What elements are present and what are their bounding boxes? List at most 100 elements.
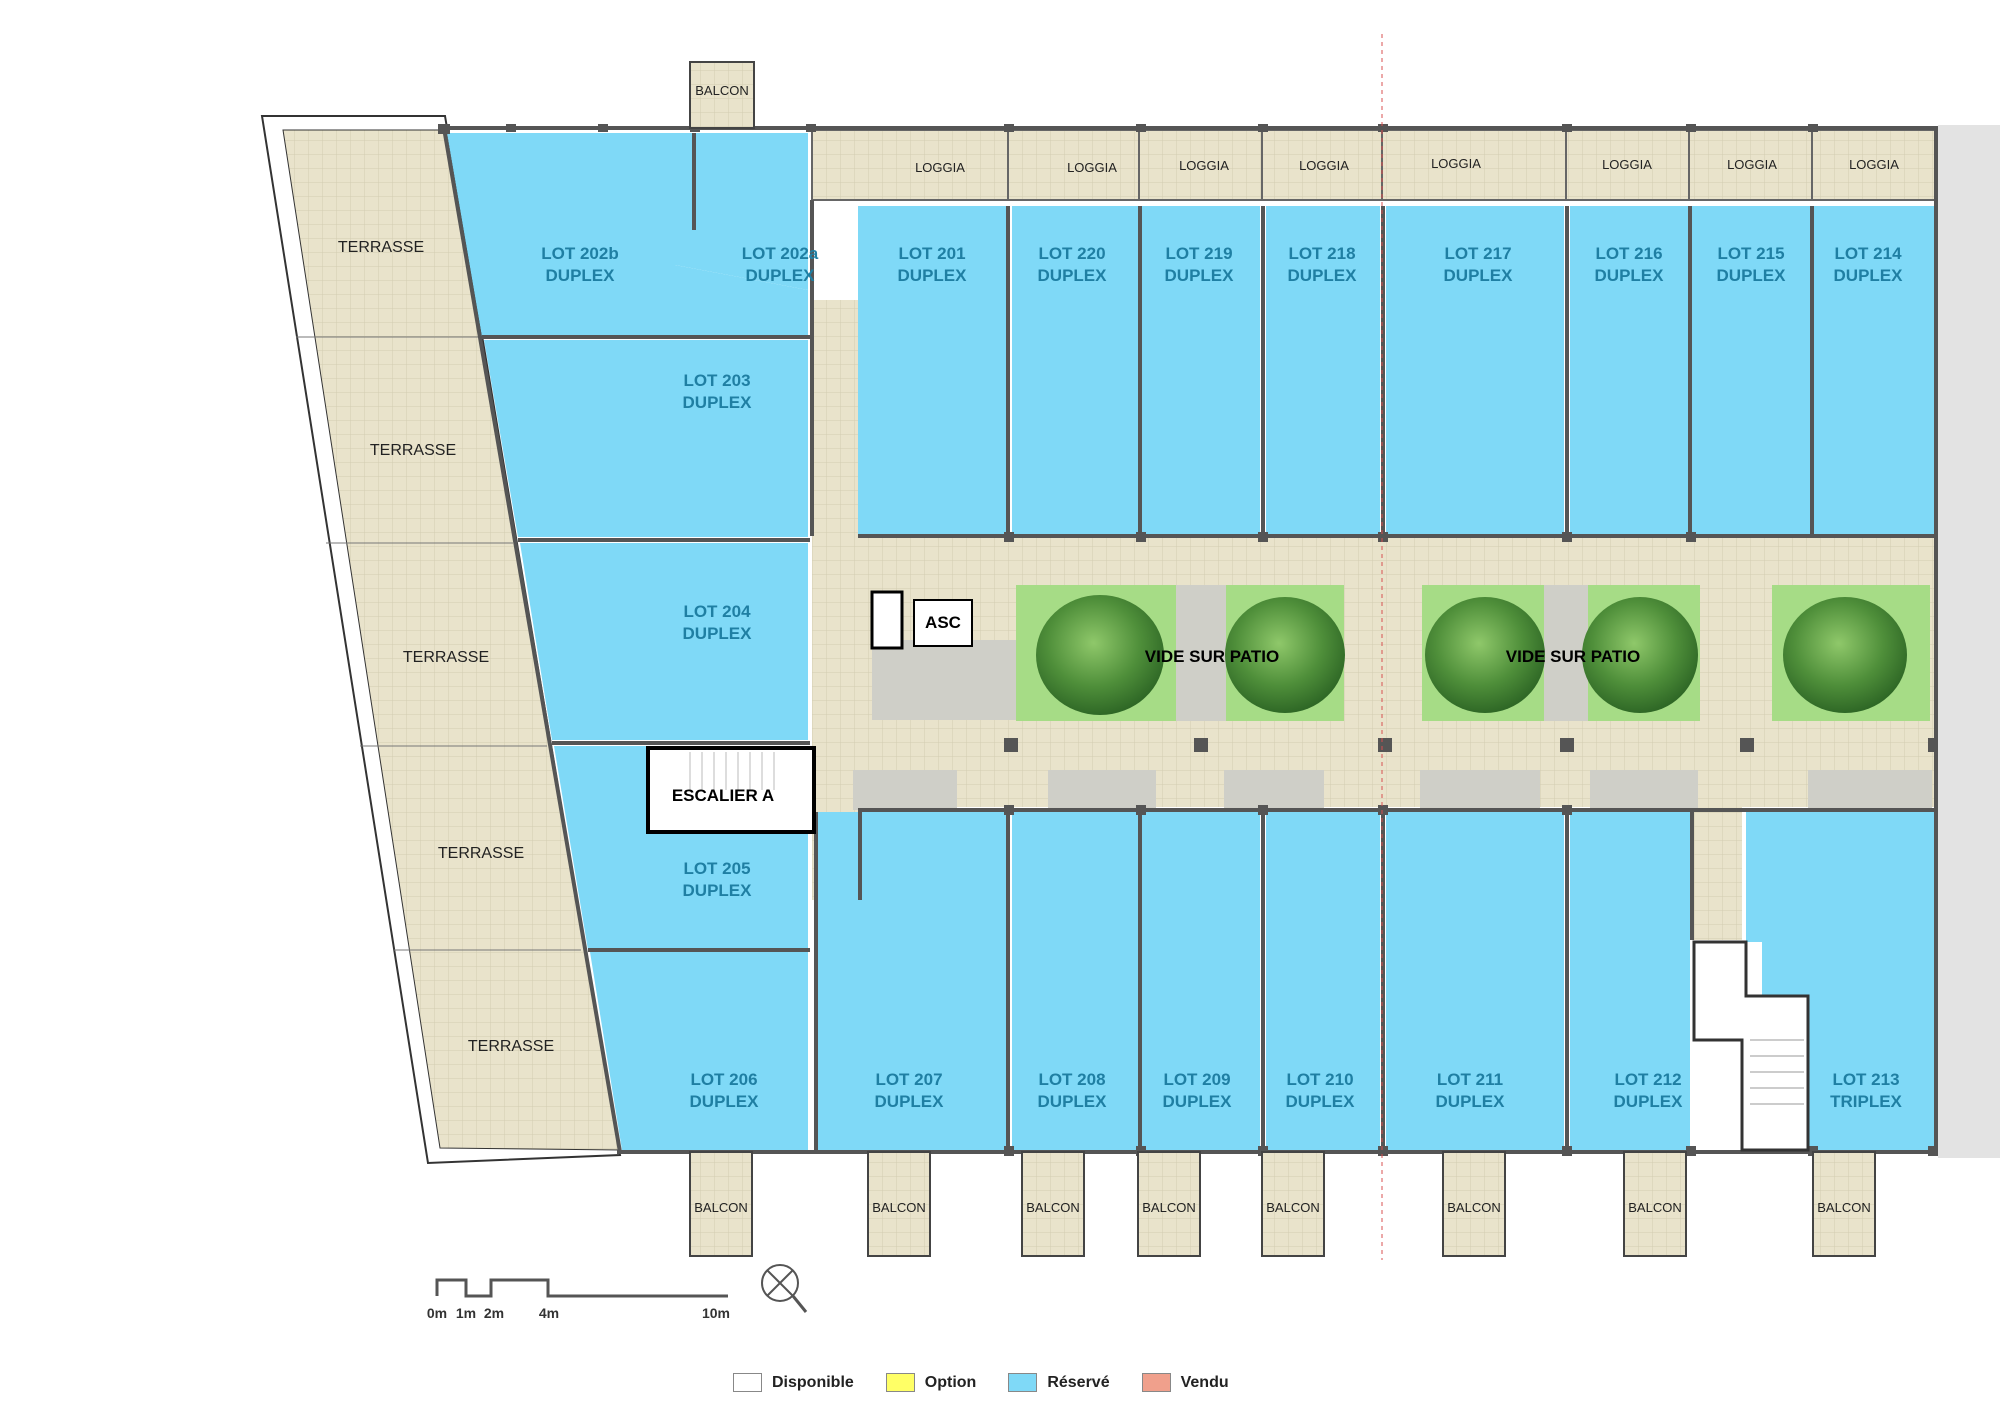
balcon-bottom-3	[1021, 1151, 1085, 1257]
lot-201-name: LOT 201	[898, 244, 965, 263]
terrace-band	[260, 115, 622, 1165]
lot-214-area	[1814, 206, 1934, 536]
svg-text:LOGGIA: LOGGIA	[1299, 158, 1349, 173]
lot-220-area	[1012, 206, 1138, 536]
lot-labels-bottom: LOT 206 DUPLEX LOT 207 DUPLEX LOT 208 DU…	[690, 1070, 1903, 1111]
balcon-bottom-label-5: BALCON	[1266, 1200, 1319, 1215]
legend-swatch-option	[885, 1373, 915, 1392]
lot-209-area	[1142, 812, 1260, 1150]
lot-210-name: LOT 210	[1286, 1070, 1353, 1089]
corridor-vertical-right	[1692, 800, 1742, 940]
scale-label-0: 0m	[427, 1305, 447, 1321]
svg-text:LOGGIA: LOGGIA	[1602, 157, 1652, 172]
patio-1	[1016, 585, 1345, 721]
lot-204-name: LOT 204	[683, 602, 751, 621]
legend-swatch-vendu	[1141, 1373, 1171, 1392]
lot-211-name: LOT 211	[1437, 1070, 1503, 1089]
patio-2-label: VIDE SUR PATIO	[1506, 647, 1640, 666]
legend-item-option: Option	[885, 1373, 976, 1392]
legend-item-reserve: Réservé	[1008, 1373, 1110, 1392]
lot-204-type: DUPLEX	[683, 624, 753, 643]
balcon-bottom-8	[1812, 1151, 1876, 1257]
corridor-vertical-left	[812, 300, 860, 900]
lot-219-area	[1142, 206, 1260, 536]
balcon-bottom-label-6: BALCON	[1447, 1200, 1500, 1215]
lot-216-name: LOT 216	[1595, 244, 1662, 263]
terrasse-labels: TERRASSE TERRASSE TERRASSE TERRASSE TERR…	[338, 239, 554, 1055]
lot-219-type: DUPLEX	[1165, 266, 1235, 285]
scale-label-4: 10m	[702, 1305, 730, 1321]
lot-216-type: DUPLEX	[1595, 266, 1665, 285]
svg-text:LOGGIA: LOGGIA	[1067, 160, 1117, 175]
lot-213-type: TRIPLEX	[1830, 1092, 1902, 1111]
svg-text:TERRASSE: TERRASSE	[403, 649, 489, 666]
lot-212-area	[1570, 812, 1690, 1150]
lot-206-type: DUPLEX	[690, 1092, 760, 1111]
elevator	[870, 590, 973, 650]
lot-210-type: DUPLEX	[1286, 1092, 1356, 1111]
lot-211-area	[1386, 812, 1564, 1150]
lot-203-type: DUPLEX	[683, 393, 753, 412]
scale-label-3: 4m	[539, 1305, 559, 1321]
right-boundary-strip	[1938, 125, 2000, 1158]
asc-label: ASC	[925, 613, 961, 632]
legend-swatch-disponible	[733, 1373, 762, 1392]
svg-text:LOGGIA: LOGGIA	[1431, 156, 1481, 171]
lot-203-area	[484, 340, 808, 537]
lot-209-name: LOT 209	[1163, 1070, 1230, 1089]
lot-labels-left: LOT 203 DUPLEX LOT 204 DUPLEX LOT 205 DU…	[683, 371, 753, 900]
lot-218-name: LOT 218	[1288, 244, 1355, 263]
lot-209-type: DUPLEX	[1163, 1092, 1233, 1111]
lot-207-name: LOT 207	[875, 1070, 942, 1089]
lot-220-type: DUPLEX	[1038, 266, 1108, 285]
north-compass-icon	[761, 1264, 808, 1313]
balcon-bottom-1	[689, 1151, 753, 1257]
svg-text:LOGGIA: LOGGIA	[915, 160, 965, 175]
lot-215-name: LOT 215	[1717, 244, 1784, 263]
balcon-bottom-6	[1442, 1151, 1506, 1257]
scale-label-2: 2m	[484, 1305, 504, 1321]
lot-215-area	[1692, 206, 1810, 536]
lot-206-area	[590, 952, 808, 1150]
lot-203-name: LOT 203	[683, 371, 750, 390]
svg-text:TERRASSE: TERRASSE	[338, 239, 424, 256]
lot-210-area	[1266, 812, 1380, 1150]
stair-lot-213	[1692, 940, 1810, 1152]
lot-205-name: LOT 205	[683, 859, 750, 878]
balcon-row-bottom: BALCON BALCON BALCON BALCON BALCON BALCON BALC…	[689, 1151, 1876, 1257]
lot-216-area	[1570, 206, 1688, 536]
lot-208-area	[1012, 812, 1138, 1150]
svg-text:LOGGIA: LOGGIA	[1179, 158, 1229, 173]
lot-212-name: LOT 212	[1614, 1070, 1681, 1089]
lot-202a-area	[675, 133, 808, 290]
lot-205-type: DUPLEX	[683, 881, 753, 900]
svg-text:LOGGIA: LOGGIA	[1727, 157, 1777, 172]
lot-201-area	[858, 206, 1006, 536]
scale-label-1: 1m	[456, 1305, 476, 1321]
legend-swatch-reserve	[1008, 1373, 1038, 1392]
balcon-bottom-label-8: BALCON	[1817, 1200, 1870, 1215]
lot-202b-name: LOT 202b	[541, 244, 618, 263]
balcon-bottom-label-4: BALCON	[1142, 1200, 1195, 1215]
legend-item-disponible: Disponible	[733, 1373, 854, 1392]
lot-219-name: LOT 219	[1165, 244, 1232, 263]
lot-217-type: DUPLEX	[1444, 266, 1514, 285]
lot-208-name: LOT 208	[1038, 1070, 1105, 1089]
balcon-bottom-2	[867, 1151, 931, 1257]
lot-218-type: DUPLEX	[1288, 266, 1358, 285]
lot-212-type: DUPLEX	[1614, 1092, 1684, 1111]
lot-201-type: DUPLEX	[898, 266, 968, 285]
balcon-bottom-label-3: BALCON	[1026, 1200, 1079, 1215]
legend-label-reserve: Réservé	[1047, 1373, 1110, 1391]
lot-labels-top: LOT 202b DUPLEX LOT 202a DUPLEX LOT 201 …	[541, 244, 1903, 285]
balcon-top	[689, 61, 755, 129]
legend: Disponible Option Réservé Vendu	[733, 1373, 1261, 1392]
balcon-bottom-7	[1623, 1151, 1687, 1257]
legend-label-disponible: Disponible	[772, 1373, 854, 1391]
lot-211-type: DUPLEX	[1436, 1092, 1506, 1111]
lot-220-name: LOT 220	[1038, 244, 1105, 263]
svg-text:TERRASSE: TERRASSE	[468, 1038, 554, 1055]
balcon-bottom-label-7: BALCON	[1628, 1200, 1681, 1215]
balcon-bottom-label-2: BALCON	[872, 1200, 925, 1215]
